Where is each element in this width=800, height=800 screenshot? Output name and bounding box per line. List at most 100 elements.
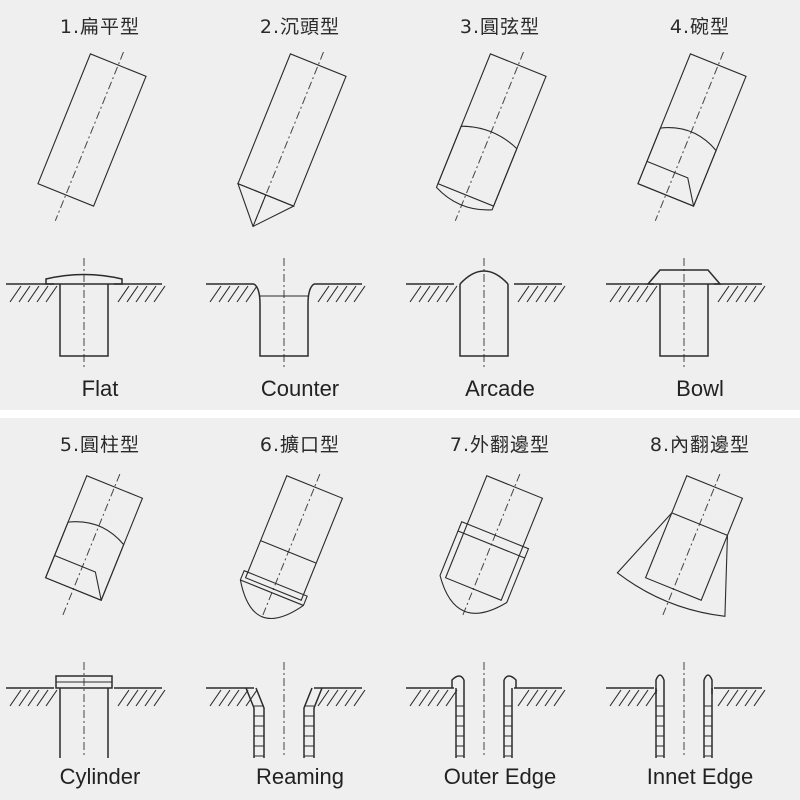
center-line	[54, 51, 124, 222]
tilted-rod	[616, 473, 744, 617]
rounded-head	[239, 569, 308, 620]
rod-body	[644, 475, 744, 601]
type-label: Innet Edge	[646, 764, 754, 789]
ground-hatching	[517, 285, 566, 303]
type-label: Bowl	[676, 376, 724, 401]
ground-hatching	[209, 285, 258, 303]
band-line	[260, 540, 317, 564]
wall-section-ticks	[254, 705, 314, 757]
bowl-rivet-drawing	[606, 51, 766, 368]
hatched-arc-section	[435, 125, 518, 211]
inner-edge-rivet-drawing	[606, 473, 766, 758]
ground-hatching	[209, 689, 258, 707]
flared-wall-inner	[255, 687, 313, 758]
ground-hatching	[717, 689, 766, 707]
type-title: 2.沉頭型	[259, 16, 341, 38]
bottom-panel: 5.圓柱型 Cylinder 6.擴口型 Reaming 7.外翻邊型 Oute…	[0, 418, 800, 800]
top-panel: 1.扁平型 Flat 2.沉頭型 Counter 3.圓弦型 Arcade 4.…	[6, 16, 766, 401]
countersunk-body	[253, 283, 315, 357]
tube-wall-outer	[455, 688, 513, 758]
reaming-rivet-drawing	[206, 473, 366, 758]
ground-hatching	[409, 285, 458, 303]
flared-wall-outer	[245, 687, 323, 758]
installed-section	[206, 662, 366, 758]
tilted-rod	[237, 51, 347, 228]
type-title: 3.圓弦型	[459, 16, 541, 38]
wall-section-ticks	[656, 705, 712, 757]
ground-hatching	[609, 689, 658, 707]
hatched-tapered-section	[616, 512, 728, 617]
bowl-head	[646, 269, 722, 285]
type-label: Reaming	[255, 764, 345, 789]
ground-hatching	[609, 285, 658, 303]
type-label: Outer Edge	[443, 764, 557, 789]
wall-section-ticks	[456, 705, 512, 757]
rod-body	[444, 475, 544, 601]
installed-section	[206, 258, 366, 368]
type-title: 1.扁平型	[59, 16, 141, 38]
center-line	[62, 473, 121, 616]
installed-section	[406, 258, 566, 368]
type-title: 5.圓柱型	[59, 434, 141, 456]
shank	[59, 284, 109, 357]
ground-hatching	[117, 285, 166, 303]
flange-line	[457, 530, 525, 559]
cylinder-rivet-drawing	[6, 473, 166, 758]
center-line	[262, 473, 321, 616]
tilted-rod	[37, 51, 147, 222]
ground-hatching	[317, 285, 366, 303]
tube-wall-inner	[663, 680, 705, 758]
head-line	[240, 579, 304, 606]
type-label: Arcade	[465, 376, 535, 401]
flat-head	[45, 273, 123, 285]
ground-hatching	[409, 689, 458, 707]
counter-rivet-drawing	[206, 51, 366, 368]
row-divider	[0, 410, 800, 418]
type-label: Cylinder	[59, 764, 141, 789]
rod-body	[244, 475, 344, 601]
tilted-rod	[44, 473, 144, 616]
tube-wall-inner	[463, 680, 505, 758]
installed-section	[606, 258, 766, 368]
center-line	[654, 51, 724, 222]
ground-hatching	[717, 285, 766, 303]
type-label: Counter	[260, 376, 340, 401]
outer-edge-rivet-drawing	[406, 473, 566, 758]
outward-rolled-edge	[451, 675, 517, 688]
ground-hatching	[517, 689, 566, 707]
type-title: 7.外翻邊型	[449, 434, 551, 456]
tilted-rod	[239, 473, 344, 620]
installed-section	[6, 258, 166, 368]
shank	[459, 284, 509, 357]
flat-rivet-drawing	[6, 51, 166, 368]
tube-wall-outer	[655, 688, 713, 758]
shank	[59, 688, 109, 758]
ground-hatching	[9, 285, 58, 303]
installed-section	[6, 662, 166, 758]
ground-hatching	[317, 689, 366, 707]
type-title: 4.碗型	[669, 16, 731, 38]
ground-hatching	[117, 689, 166, 707]
inner-step	[646, 160, 695, 207]
type-label: Flat	[81, 376, 119, 401]
ground-hatching	[9, 689, 58, 707]
arcade-rivet-drawing	[406, 51, 566, 368]
tilted-rod	[637, 51, 747, 222]
center-line	[662, 473, 721, 616]
inner-step	[54, 554, 102, 601]
tilted-rod	[439, 473, 544, 616]
shank	[659, 284, 709, 357]
center-line	[454, 51, 524, 222]
cone-axis	[252, 194, 267, 227]
hatched-section	[637, 127, 717, 207]
rod-body	[37, 53, 147, 207]
dome-head	[459, 270, 509, 285]
tilted-rod	[435, 51, 547, 222]
type-title: 6.擴口型	[259, 434, 341, 456]
inward-rolled-edge	[655, 674, 713, 694]
installed-section	[406, 662, 566, 758]
hatched-section	[44, 521, 125, 601]
hatched-flared-section	[439, 521, 530, 614]
installed-section	[606, 662, 766, 758]
